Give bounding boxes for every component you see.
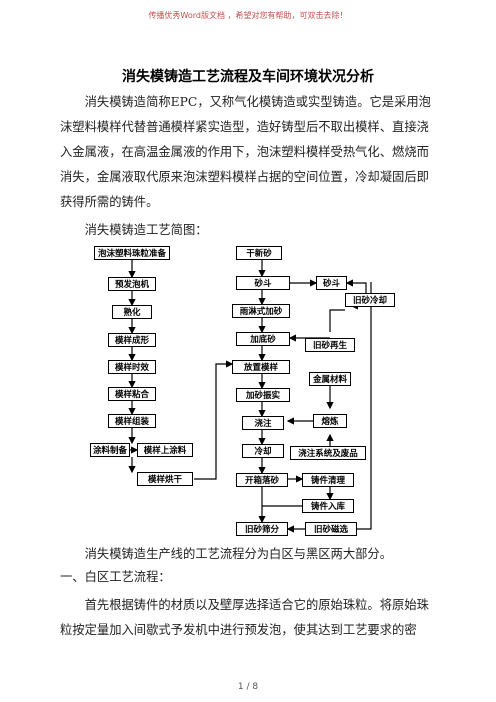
header-note: 传播优秀Word版文档 ，希望对您有帮助，可双击去除！ (148, 11, 348, 20)
flow-node-place-pattern: 放置模样 (232, 360, 290, 374)
flow-node-metal-material: 金属材料 (309, 372, 351, 386)
flow-node-sand-hopper-1: 砂斗 (236, 276, 290, 290)
flow-node-sand-compaction: 加砂振实 (236, 388, 290, 402)
flow-node-shakeout: 开箱落砂 (236, 473, 288, 487)
flow-node-bottom-sand: 加底砂 (236, 332, 290, 346)
page-number: 1 / 8 (237, 682, 259, 692)
flow-node-rain-sanding: 雨淋式加砂 (232, 304, 290, 318)
flow-node-pattern-molding: 模样成形 (108, 333, 156, 347)
flow-node-casting-storage: 铸件入库 (302, 499, 354, 513)
diagram-caption: 消失模铸造工艺简图： (84, 223, 208, 237)
flow-node-bead-prep: 泡沫塑料珠粒准备 (94, 246, 170, 260)
flow-node-pouring: 浇注 (242, 416, 284, 430)
flow-node-sand-hopper-2: 砂斗 (316, 276, 347, 290)
flow-node-cooling: 冷却 (242, 444, 284, 458)
flow-node-sand-cooling: 旧砂冷却 (345, 293, 395, 307)
flow-node-melting: 熔炼 (313, 414, 347, 428)
flow-node-new-sand: 干新砂 (236, 246, 282, 260)
intro-paragraph: 消失模铸造简称EPC，又称气化模铸造或实型铸造。它是采用泡沫塑料模样代替普通模样… (60, 95, 431, 209)
flow-node-pattern-drying: 模样烘干 (137, 472, 193, 486)
white-zone-paragraph: 首先根据铸件的材质以及壁厚选择适合它的原始珠粒。将原始珠粒按定量加入间歇式予发机… (60, 598, 429, 637)
flow-node-sand-screening: 旧砂筛分 (236, 522, 288, 536)
flow-node-coating-prep: 涂料制备 (90, 443, 130, 457)
flow-node-pre-expander: 预发泡机 (108, 277, 156, 291)
overview-paragraph: 消失模铸造生产线的工艺流程分为白区与黑区两大部分。 (84, 547, 393, 561)
process-flow-diagram: 泡沫塑料珠粒准备 预发泡机 熟化 模样成形 模样时效 模样粘合 模样组装 模样上… (90, 246, 420, 536)
flow-node-gating-scrap: 浇注系统及废品 (290, 446, 366, 460)
flow-node-magnetic-separation: 旧砂磁选 (305, 522, 357, 536)
document-title: 消失模铸造工艺流程及车间环境状况分析 (122, 69, 374, 85)
flow-node-pattern-coating: 模样上涂料 (137, 443, 193, 457)
section-heading-white-zone: 一、白区工艺流程： (60, 570, 171, 584)
flow-node-casting-cleaning: 铸件清理 (302, 473, 354, 487)
flow-node-sand-reclaim: 旧砂再生 (305, 338, 355, 352)
flow-node-pattern-curing: 模样时效 (108, 360, 156, 374)
flow-node-aging: 熟化 (112, 305, 152, 319)
flow-node-pattern-assembly: 模样组装 (108, 414, 156, 428)
flow-node-pattern-gluing: 模样粘合 (108, 387, 156, 401)
